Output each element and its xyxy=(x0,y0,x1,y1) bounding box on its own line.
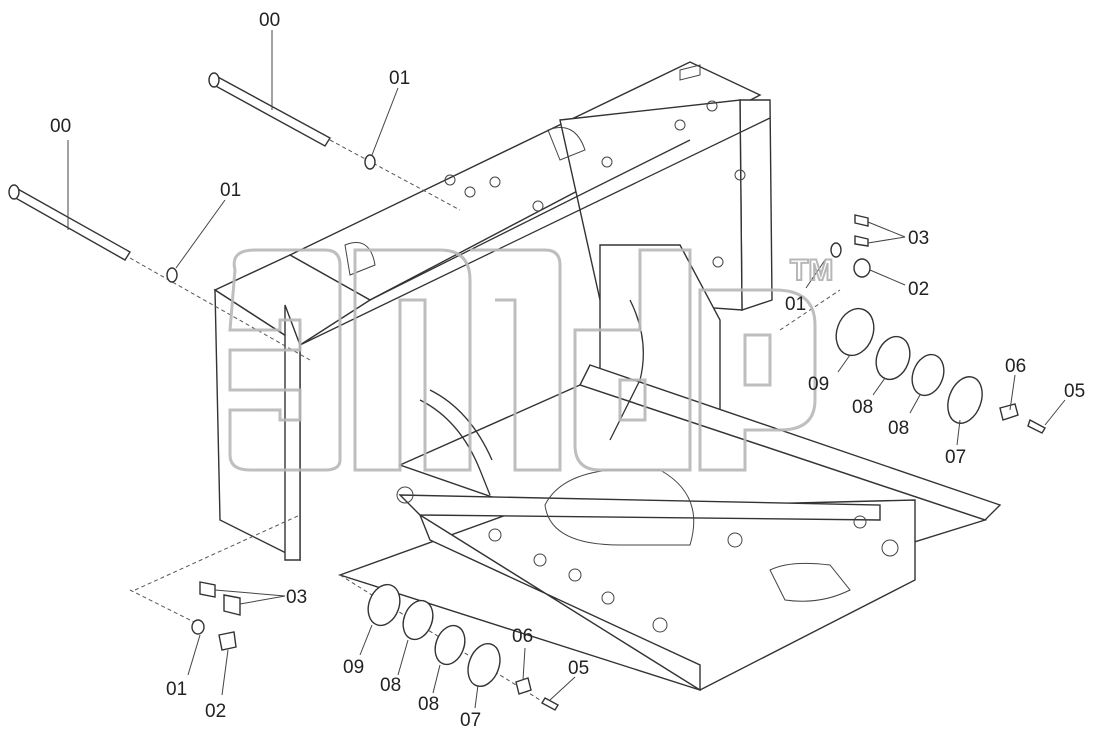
shim-bottom xyxy=(199,581,241,616)
ring-8-bottom-a xyxy=(402,599,434,641)
ring-8-right-b xyxy=(911,353,945,397)
ring-9-bottom xyxy=(367,583,401,627)
nut-right xyxy=(830,242,842,258)
watermark-trademark: TM xyxy=(790,254,833,287)
ring-9-right xyxy=(835,307,875,357)
pin-left xyxy=(8,184,131,261)
label-ring9-right: 09 xyxy=(808,374,829,395)
label-washer-bottom: 02 xyxy=(205,701,226,722)
plate-7-bottom xyxy=(467,642,501,688)
label-ring9-bottom: 09 xyxy=(343,657,364,678)
label-nut-right: 01 xyxy=(785,294,806,315)
label-bolt5-right: 05 xyxy=(1064,381,1085,402)
label-bolt6-right: 06 xyxy=(1005,356,1026,377)
nut-top xyxy=(364,154,376,170)
label-ring8-right-b: 08 xyxy=(888,418,909,439)
label-washer-right: 02 xyxy=(908,279,929,300)
bolt-6-right xyxy=(999,403,1019,421)
label-pin-left: 00 xyxy=(50,116,71,137)
label-pin-top: 00 xyxy=(259,10,280,31)
bolt-5-right xyxy=(1027,418,1046,434)
label-nut-top: 01 xyxy=(389,68,410,89)
part-labels: 00 00 01 01 01 03 02 09 08 08 07 06 05 0… xyxy=(50,10,1085,731)
label-shim-right: 03 xyxy=(908,228,929,249)
bolt-5-bottom xyxy=(541,697,559,711)
bolt-6-bottom xyxy=(515,677,532,695)
label-bolt5-bottom: 05 xyxy=(568,658,589,679)
nut-left xyxy=(166,267,178,283)
label-ring8-bottom-a: 08 xyxy=(380,675,401,696)
shim-right xyxy=(854,214,869,247)
label-nut-left: 01 xyxy=(220,180,241,201)
ring-8-bottom-b xyxy=(434,624,466,666)
ring-8-right-a xyxy=(875,335,911,381)
washer-right xyxy=(853,258,871,278)
assembly-lines xyxy=(129,139,841,701)
label-bolt6-bottom: 06 xyxy=(512,626,533,647)
label-plate7-right: 07 xyxy=(945,447,966,468)
plate-7-right xyxy=(947,376,983,424)
pin-top xyxy=(208,72,331,147)
label-nut-bottom: 01 xyxy=(166,679,187,700)
watermark-logo: TM xyxy=(228,248,834,472)
label-ring8-right-a: 08 xyxy=(852,397,873,418)
leader-lines xyxy=(67,30,1066,709)
label-ring8-bottom-b: 08 xyxy=(418,694,439,715)
label-shim-bottom: 03 xyxy=(286,587,307,608)
washer-bottom xyxy=(218,631,237,651)
label-plate7-bottom: 07 xyxy=(460,710,481,731)
nut-bottom xyxy=(191,619,205,635)
